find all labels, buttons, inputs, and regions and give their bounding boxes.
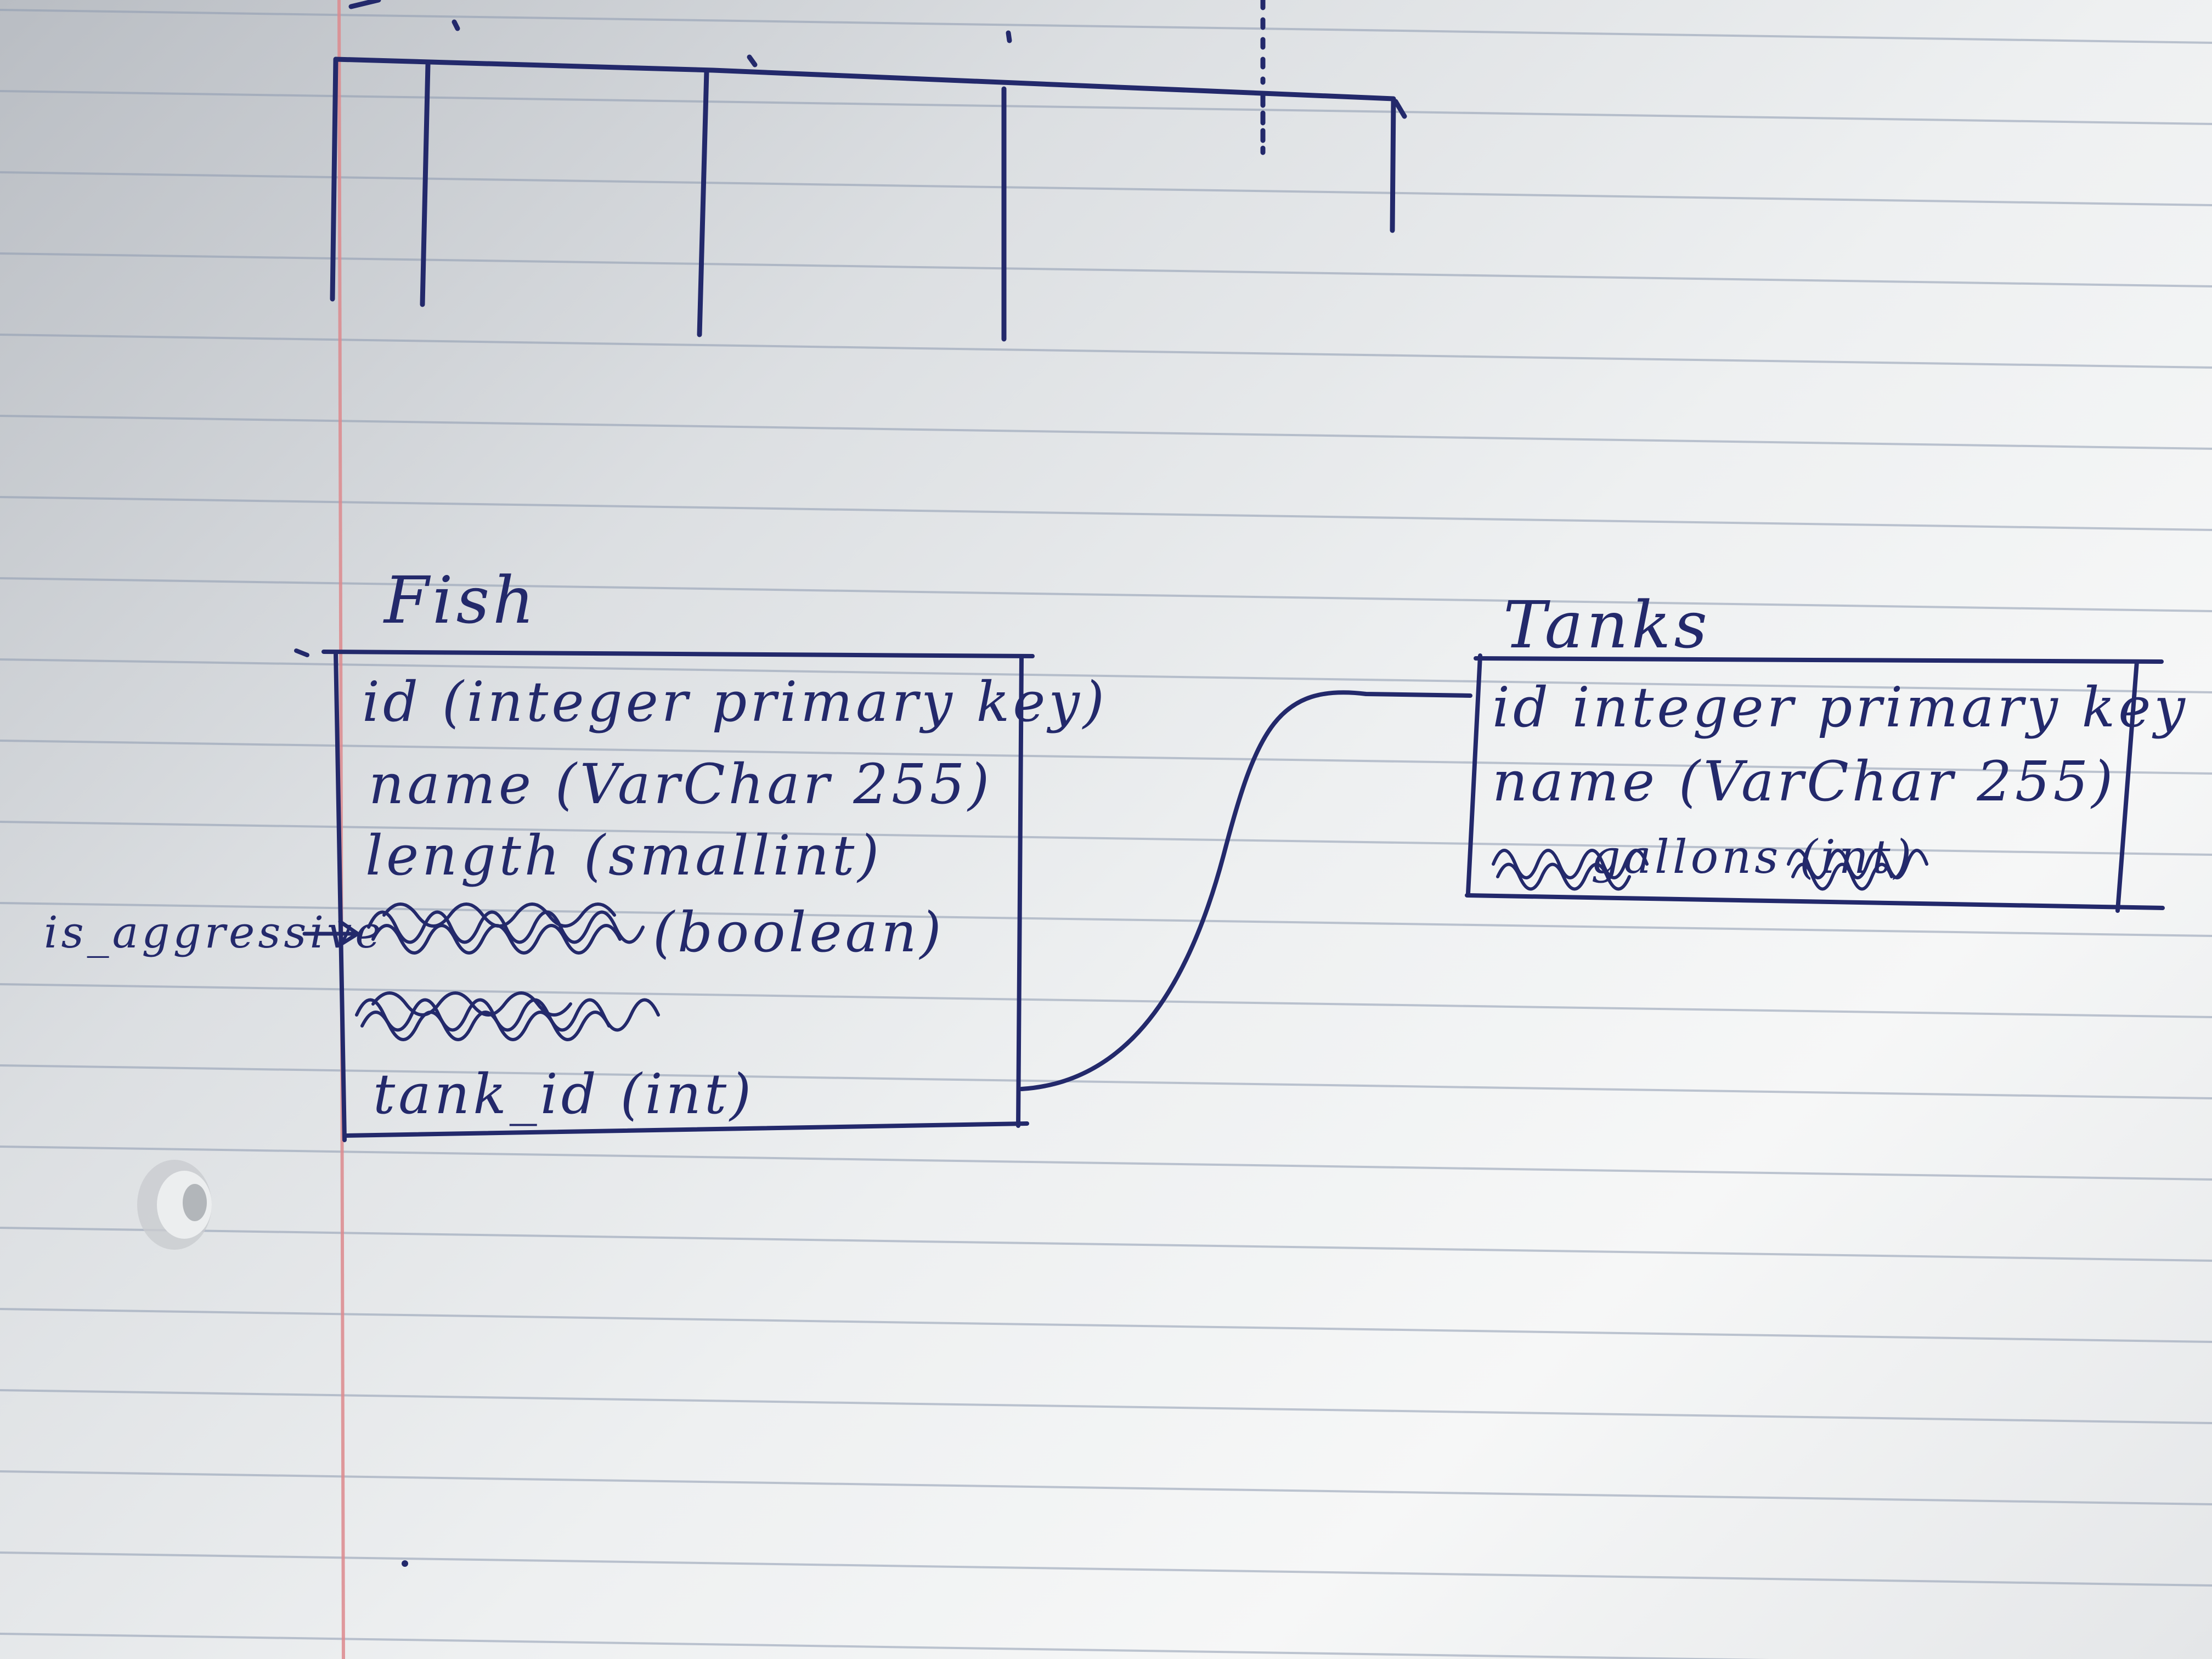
fish-scribble-1 — [367, 902, 645, 955]
rule-line — [0, 658, 2212, 693]
rule-line — [0, 821, 2212, 856]
rule-line — [0, 1064, 2212, 1099]
fish-field-name: name (VarChar 255) — [369, 752, 993, 816]
tanks-field-id: id integer primary key — [1492, 675, 2188, 740]
tanks-table-title: Tanks — [1503, 587, 1711, 663]
rule-line — [0, 496, 2212, 531]
fish-scribble-2 — [355, 991, 660, 1041]
relationship-line — [1019, 690, 1472, 1091]
tanks-scribble-2 — [1787, 849, 1928, 891]
ink-dot — [402, 1560, 408, 1567]
tanks-table-border — [1465, 653, 2165, 913]
annotation-arrow — [302, 919, 360, 947]
rule-line — [0, 171, 2212, 206]
margin-line — [337, 0, 345, 1659]
rule-line — [0, 1470, 2212, 1505]
tanks-field-name: name (VarChar 255) — [1492, 749, 2117, 814]
ruled-lines — [0, 9, 2212, 1659]
fish-field-id: id (integer primary key) — [362, 670, 1108, 734]
top-sketch — [330, 0, 1407, 342]
rule-line — [0, 577, 2212, 612]
rule-line — [0, 983, 2212, 1018]
fish-field-tank-id: tank_id (int) — [373, 1062, 755, 1126]
rule-line — [0, 415, 2212, 450]
rule-line — [0, 902, 2212, 937]
fish-table-border — [294, 648, 1035, 1142]
tanks-scribble-1 — [1492, 849, 1649, 891]
rule-line — [0, 1146, 2212, 1181]
fish-table-title: Fish — [384, 562, 538, 638]
rule-line — [0, 9, 2212, 44]
is-aggressive-annotation: is_aggressive — [44, 907, 385, 958]
tanks-field-gallons: gallons (int) — [1591, 830, 1915, 884]
binder-hole — [137, 1160, 212, 1250]
rule-line — [0, 1227, 2212, 1262]
rule-line — [0, 252, 2212, 287]
rule-line — [0, 1308, 2212, 1343]
rule-line — [0, 90, 2212, 125]
rule-line — [0, 740, 2212, 775]
rule-line — [0, 1551, 2212, 1587]
rule-line — [0, 1389, 2212, 1424]
fish-field-boolean: (boolean) — [653, 900, 945, 964]
fish-field-length: length (smallint) — [365, 823, 883, 888]
rule-line — [0, 334, 2212, 369]
rule-line — [0, 1633, 1770, 1659]
